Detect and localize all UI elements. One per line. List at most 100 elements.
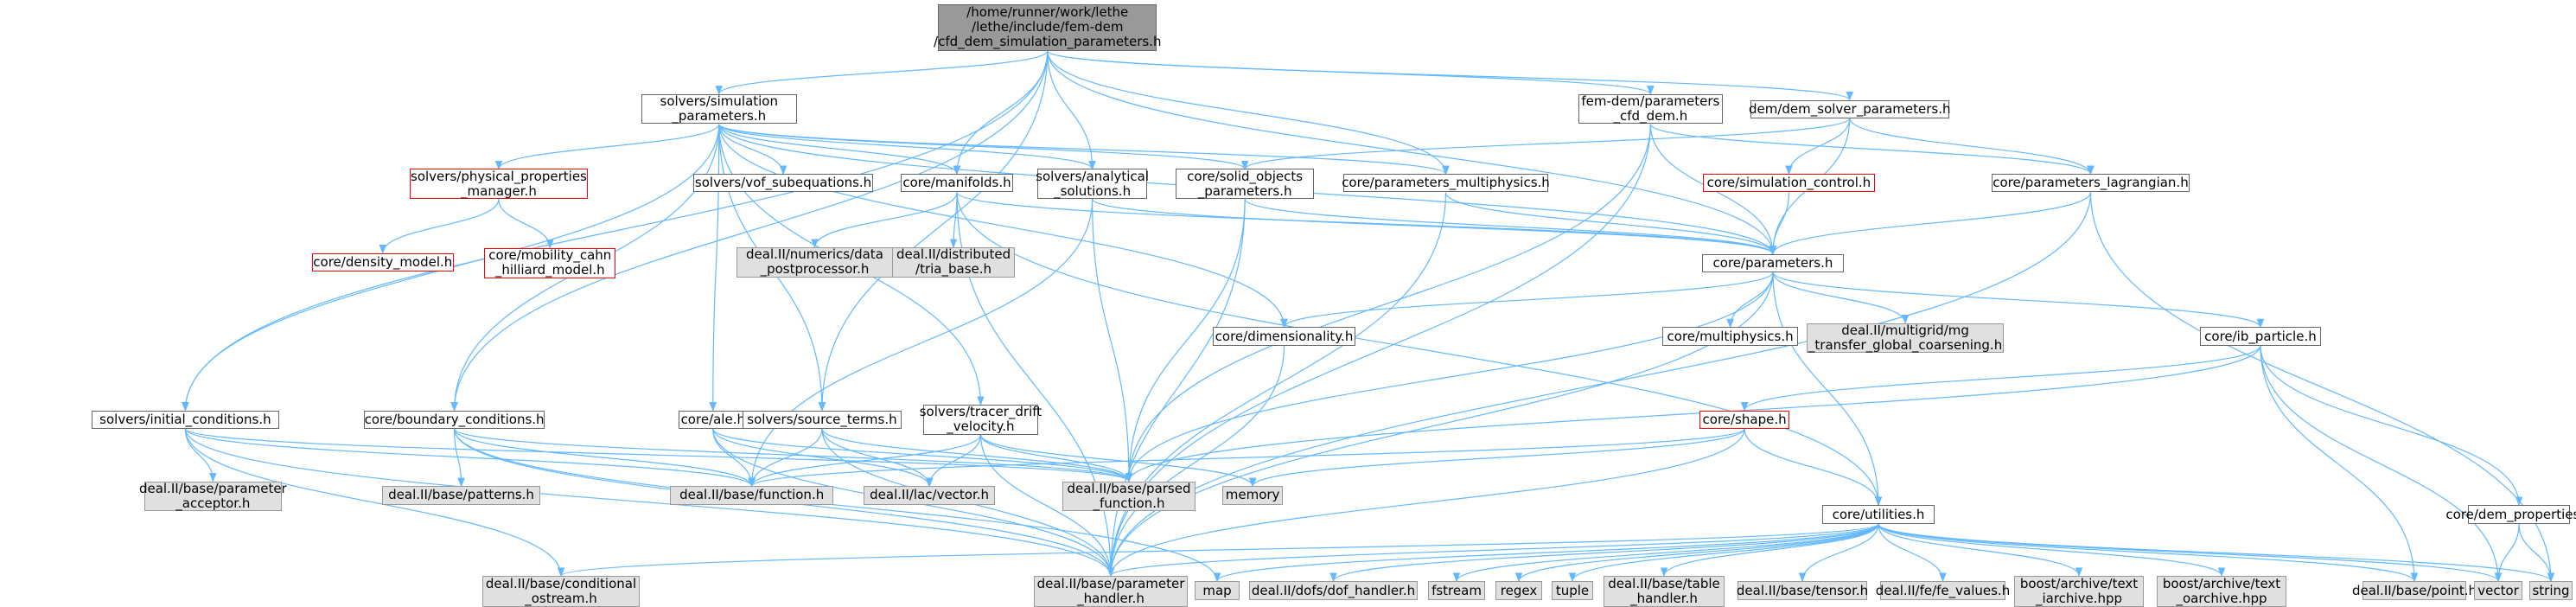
edge-utilities-to-fstream bbox=[1452, 523, 1879, 583]
node-sourceterms[interactable]: solvers/source_terms.h bbox=[742, 410, 902, 429]
edge-demsolver-to-solidobj bbox=[1241, 118, 1851, 170]
node-triabase[interactable]: deal.II/distributed /tria_base.h bbox=[892, 247, 1015, 278]
edge-params-to-mgtransfer bbox=[1772, 272, 1910, 324]
edge-ibparticle-to-shape bbox=[1740, 345, 2261, 412]
edge-sim-to-analytical bbox=[718, 123, 1096, 170]
node-tablehandler[interactable]: deal.II/base/table _handler.h bbox=[1604, 576, 1725, 607]
edge-root-to-params bbox=[1047, 50, 1777, 255]
node-shape[interactable]: core/shape.h bbox=[1699, 410, 1790, 429]
node-fstream[interactable]: fstream bbox=[1428, 581, 1485, 600]
node-paramacceptor[interactable]: deal.II/base/parameter _acceptor.h bbox=[138, 480, 287, 512]
edge-sim-to-vof bbox=[718, 124, 787, 176]
edge-params-to-utilities bbox=[1772, 272, 1883, 507]
edge-tracerdrift-to-function bbox=[748, 434, 982, 488]
edge-shape-to-paramhandler bbox=[1106, 428, 1745, 578]
node-string[interactable]: string bbox=[2529, 581, 2573, 600]
node-utilities[interactable]: core/utilities.h bbox=[1822, 505, 1935, 524]
edge-shape-to-memory bbox=[1248, 428, 1745, 488]
node-demsolver[interactable]: dem/dem_solver_parameters.h bbox=[1749, 99, 1950, 118]
node-boundcond[interactable]: core/boundary_conditions.h bbox=[363, 410, 545, 429]
edge-analytical-to-parsedfunc bbox=[1092, 199, 1133, 482]
node-patterns[interactable]: deal.II/base/patterns.h bbox=[381, 486, 541, 505]
edge-femdem-to-lagrangian bbox=[1649, 124, 2095, 176]
edge-utilities-to-string bbox=[1878, 523, 2555, 583]
edge-root-to-sim bbox=[715, 50, 1049, 95]
edge-utilities-to-map bbox=[1213, 523, 1879, 583]
node-condostream[interactable]: deal.II/base/conditional _ostream.h bbox=[482, 576, 640, 607]
node-multiphys[interactable]: core/parameters_multiphysics.h bbox=[1342, 174, 1550, 193]
edge-boundcond-to-patterns bbox=[453, 428, 465, 488]
edge-utilities-to-regex bbox=[1514, 523, 1879, 583]
edge-tracerdrift-to-parsedfunc bbox=[979, 434, 1133, 482]
edge-root-to-analytical bbox=[1047, 50, 1096, 170]
node-map[interactable]: map bbox=[1195, 581, 1240, 600]
node-ale[interactable]: core/ale.h bbox=[678, 410, 748, 429]
node-memory[interactable]: memory bbox=[1222, 486, 1283, 505]
edge-utilities-to-oarchive bbox=[1878, 523, 2226, 578]
edge-boundcond-to-map bbox=[453, 428, 1221, 583]
node-solidobj[interactable]: core/solid_objects _parameters.h bbox=[1176, 169, 1314, 200]
edge-ibparticle-to-point bbox=[2260, 345, 2419, 583]
node-root[interactable]: /home/runner/work/lethe /lethe/include/f… bbox=[934, 3, 1162, 51]
node-datapost[interactable]: deal.II/numerics/data _postprocessor.h bbox=[736, 247, 894, 278]
node-paramhandler[interactable]: deal.II/base/parameter _handler.h bbox=[1034, 576, 1188, 607]
edge-demprops-to-vector bbox=[2494, 523, 2520, 583]
node-coremulti[interactable]: core/multiphysics.h bbox=[1661, 327, 1799, 346]
node-initcond[interactable]: solvers/initial_conditions.h bbox=[91, 410, 280, 429]
node-point[interactable]: deal.II/base/point.h bbox=[2352, 581, 2477, 600]
node-dofhandler[interactable]: deal.II/dofs/dof_handler.h bbox=[1249, 581, 1418, 600]
edge-multiphys-to-params bbox=[1444, 192, 1777, 255]
node-mobility[interactable]: core/mobility_cahn _hilliard_model.h bbox=[484, 248, 616, 278]
edge-femdem-to-parsedfunc bbox=[1125, 124, 1651, 482]
edge-utilities-to-paramhandler bbox=[1106, 523, 1879, 578]
node-vof[interactable]: solvers/vof_subequations.h bbox=[692, 174, 874, 193]
edge-manifolds-to-datapost bbox=[811, 192, 958, 249]
node-tracerdrift[interactable]: solvers/tracer_drift _velocity.h bbox=[919, 404, 1043, 435]
edge-utilities-to-tuple bbox=[1568, 523, 1879, 583]
edge-utilities-to-tensor bbox=[1798, 523, 1879, 583]
edge-demprops-to-string bbox=[2518, 523, 2555, 583]
node-simctrl[interactable]: core/simulation_control.h bbox=[1702, 174, 1876, 193]
edge-initcond-to-paramhandler bbox=[184, 428, 1115, 578]
node-vector[interactable]: vector bbox=[2474, 581, 2522, 600]
node-regex[interactable]: regex bbox=[1495, 581, 1542, 600]
node-lagrangian[interactable]: core/parameters_lagrangian.h bbox=[1991, 174, 2190, 193]
edge-analytical-to-function bbox=[748, 199, 1094, 488]
node-dimens[interactable]: core/dimensionality.h bbox=[1213, 327, 1355, 346]
node-demprops[interactable]: core/dem_properties.h bbox=[2445, 505, 2576, 524]
node-tuple[interactable]: tuple bbox=[1552, 581, 1593, 600]
edge-sim-to-physprop bbox=[494, 124, 720, 170]
node-parsedfunc[interactable]: deal.II/base/parsed _function.h bbox=[1062, 481, 1196, 512]
edge-ale-to-parsedfunc bbox=[712, 428, 1133, 482]
node-iarchive[interactable]: boost/archive/text _iarchive.hpp bbox=[2014, 576, 2144, 607]
edge-shape-to-utilities bbox=[1744, 428, 1883, 507]
node-function[interactable]: deal.II/base/function.h bbox=[669, 486, 834, 505]
edge-ale-to-lacvector bbox=[712, 428, 934, 488]
edge-root-to-boundcond bbox=[450, 50, 1049, 412]
node-ibparticle[interactable]: core/ib_particle.h bbox=[2200, 327, 2321, 346]
edge-root-to-sourceterms bbox=[818, 50, 1049, 412]
edge-physprop-to-density bbox=[379, 199, 500, 254]
node-fevalues[interactable]: deal.II/fe/fe_values.h bbox=[1876, 581, 2010, 600]
node-physprop[interactable]: solvers/physical_properties _manager.h bbox=[409, 168, 589, 200]
node-oarchive[interactable]: boost/archive/text _oarchive.hpp bbox=[2157, 576, 2286, 607]
edge-params-to-parsedfunc bbox=[1125, 272, 1774, 482]
edge-initcond-to-condostream bbox=[184, 428, 565, 578]
edge-sim-to-ale bbox=[709, 124, 720, 412]
edge-sim-to-manifolds bbox=[718, 124, 961, 176]
edge-sim-to-multiphys bbox=[718, 123, 1450, 176]
edge-ibparticle-to-demprops bbox=[2260, 345, 2523, 507]
node-sim[interactable]: solvers/simulation _parameters.h bbox=[641, 94, 797, 125]
edge-initcond-to-function bbox=[184, 428, 756, 488]
node-femdem[interactable]: fem-dem/parameters _cfd_dem.h bbox=[1578, 94, 1723, 125]
node-mgtransfer[interactable]: deal.II/multigrid/mg _transfer_global_co… bbox=[1807, 322, 2004, 354]
node-density[interactable]: core/density_model.h bbox=[312, 252, 454, 272]
edge-physprop-to-mobility bbox=[498, 199, 554, 250]
edge-root-to-demsolver bbox=[1047, 50, 1853, 101]
node-manifolds[interactable]: core/manifolds.h bbox=[901, 174, 1013, 193]
node-analytical[interactable]: solvers/analytical _solutions.h bbox=[1036, 168, 1150, 200]
node-tensor[interactable]: deal.II/base/tensor.h bbox=[1737, 581, 1868, 600]
node-params[interactable]: core/parameters.h bbox=[1701, 253, 1845, 272]
edge-sourceterms-to-lacvector bbox=[821, 428, 934, 488]
node-lacvector[interactable]: deal.II/lac/vector.h bbox=[864, 486, 995, 505]
